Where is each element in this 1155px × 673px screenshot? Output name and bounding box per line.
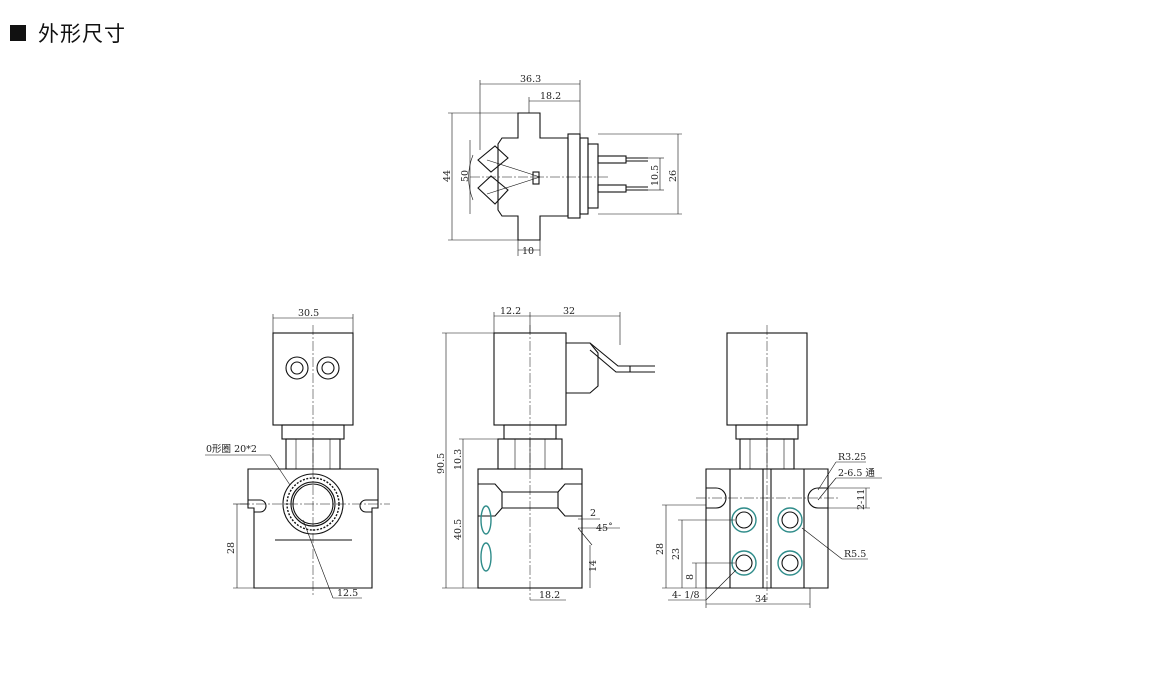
dim-nut-height: 10.3: [453, 449, 464, 470]
dim-connector-length: 32: [563, 306, 575, 317]
dim-base-height: 28: [226, 542, 237, 554]
dim-radius-small: R3.25: [838, 452, 866, 463]
dim-chamfer-height: 14: [588, 560, 599, 572]
dim-angle: 50: [460, 170, 471, 182]
top-view: 36.3 18.2 44 50 10.5 26 10: [442, 74, 682, 257]
dim-slot: 2-11: [856, 489, 867, 510]
dim-bore: 12.5: [337, 588, 358, 599]
dim-rear-height: 28: [655, 543, 666, 555]
dim-upper-ports: 23: [671, 548, 682, 560]
dim-total-height: 90.5: [436, 453, 447, 474]
dim-connector: 26: [668, 170, 679, 182]
dim-chamfer: 2: [590, 508, 596, 519]
dim-half-width: 18.2: [540, 91, 561, 102]
label-oring: 0形圈 20*2: [206, 443, 257, 455]
side-view: 12.2 32 90.5 10.3 40.5 14 18.2 2 45˚: [436, 306, 655, 601]
section-title: 外形尺寸: [38, 22, 126, 46]
front-view: 30.5 28 12.5 0形圈 20*2: [205, 308, 390, 599]
dim-coil-width: 30.5: [298, 308, 319, 319]
rear-view: R3.25 2-6.5 通 2-11 R5.5 28 23 8 34 4- 1/…: [655, 325, 882, 608]
dim-through-holes: 2-6.5 通: [838, 468, 875, 479]
square-bullet-icon: [10, 25, 26, 41]
dim-pin-spacing: 10.5: [650, 165, 661, 186]
label-ports: 4- 1/8: [672, 590, 700, 601]
dim-height: 44: [442, 170, 453, 182]
dim-radius-large: R5.5: [844, 549, 866, 560]
dim-rear-width: 34: [755, 594, 767, 605]
dim-lower-ports: 8: [685, 574, 696, 580]
dim-body-height: 40.5: [453, 519, 464, 540]
section-header: 外形尺寸: [10, 18, 126, 48]
dim-stem: 10: [522, 246, 534, 257]
dim-coil-offset: 12.2: [500, 306, 521, 317]
dim-angle-45: 45˚: [596, 522, 613, 534]
dim-port-offset: 18.2: [539, 590, 560, 601]
dim-width: 36.3: [520, 74, 541, 85]
